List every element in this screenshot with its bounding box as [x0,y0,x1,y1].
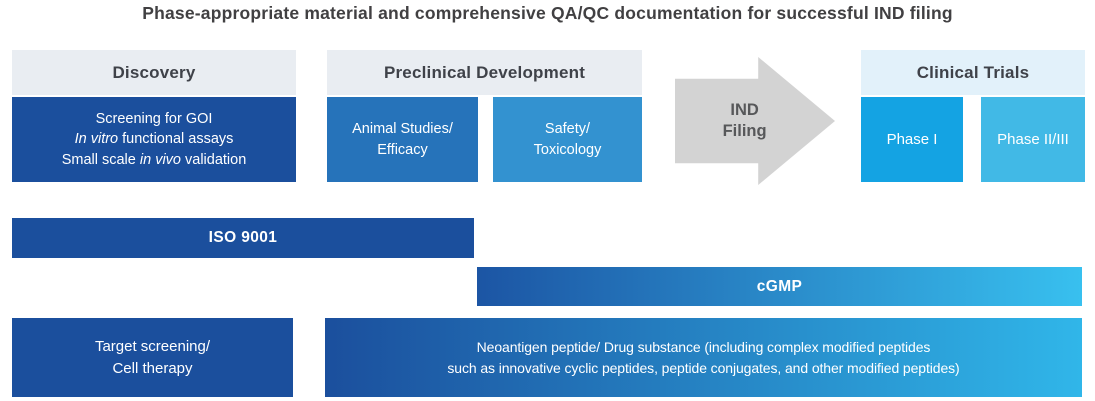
neoantigen-line-2: such as innovative cyclic peptides, pept… [447,359,960,376]
neoantigen-drug-substance-box: Neoantigen peptide/ Drug substance (incl… [325,318,1082,397]
animal-studies-line-1: Animal Studies/ [352,120,453,137]
target-screening-cell-therapy-box: Target screening/ Cell therapy [12,318,293,397]
ind-filing-line-1: IND [730,100,759,119]
animal-studies-line-2: Efficacy [377,141,428,158]
neoantigen-line-1: Neoantigen peptide/ Drug substance (incl… [476,339,931,356]
clinical-trials-phase-header: Clinical Trials [861,50,1085,95]
target-screening-line-2: Cell therapy [112,359,193,377]
phase-1-box: Phase I [861,97,963,182]
discovery-activities-box: Screening for GOI In vitro functional as… [12,97,296,182]
discovery-line-3: Small scale in vivo validation [61,151,247,168]
target-screening-line-1: Target screening/ [94,337,211,355]
discovery-line-1: Screening for GOI [95,110,213,127]
animal-studies-efficacy-box: Animal Studies/ Efficacy [327,97,478,182]
discovery-phase-header: Discovery [12,50,296,95]
safety-line-1: Safety/ [544,120,591,137]
page-title: Phase-appropriate material and comprehen… [142,3,953,23]
ind-filing-line-2: Filing [722,122,767,140]
phase-2-3-box: Phase II/III [981,97,1085,182]
discovery-line-2: In vitro functional assays [74,131,234,148]
safety-toxicology-box: Safety/ Toxicology [493,97,642,182]
preclinical-phase-header: Preclinical Development [327,50,642,95]
iso-9001-bar: ISO 9001 [12,218,474,258]
safety-line-2: Toxicology [533,141,602,158]
ind-filing-arrow-icon: IND Filing [675,57,835,185]
ind-filing-label: IND Filing [675,57,814,185]
cgmp-bar: cGMP [477,267,1082,306]
